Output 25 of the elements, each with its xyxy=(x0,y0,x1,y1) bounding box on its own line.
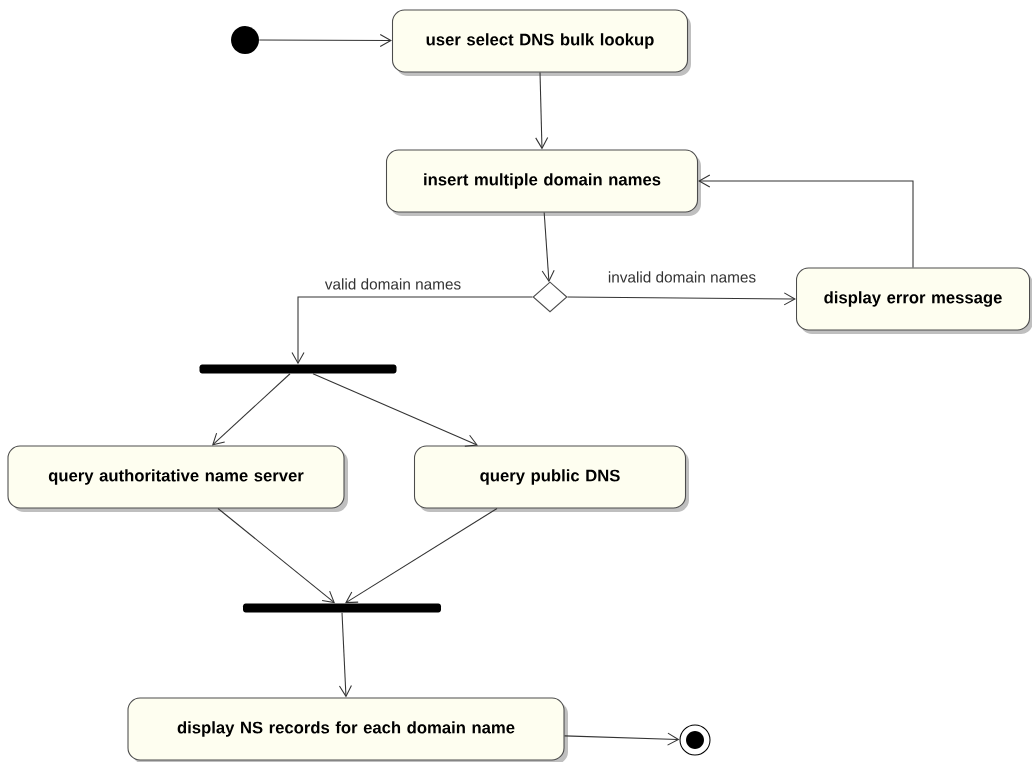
arrow xyxy=(698,174,914,268)
arrow xyxy=(541,212,555,283)
action-box: display error message xyxy=(795,267,1032,334)
final-node xyxy=(679,724,711,756)
action-box: query authoritative name server xyxy=(7,445,348,512)
initial-node xyxy=(231,26,259,54)
action-box: insert multiple domain names xyxy=(385,149,701,216)
arrow xyxy=(564,732,680,746)
arrow xyxy=(212,373,291,446)
arrow xyxy=(312,373,478,447)
decision-diamond xyxy=(532,281,568,313)
arrow xyxy=(291,296,533,365)
arrow xyxy=(217,508,335,604)
arrow xyxy=(535,72,549,150)
arrow xyxy=(345,508,498,604)
edge-label: valid domain names xyxy=(323,277,463,291)
action-box: query public DNS xyxy=(413,445,689,512)
action-box: display NS records for each domain name xyxy=(127,697,568,762)
action-box: user select DNS bulk lookup xyxy=(391,9,691,76)
arrow xyxy=(338,612,352,698)
arrow xyxy=(567,292,796,306)
edge-label: invalid domain names xyxy=(606,270,758,284)
arrow xyxy=(258,33,392,47)
fork-bar xyxy=(199,364,397,374)
fork-bar xyxy=(243,603,441,613)
